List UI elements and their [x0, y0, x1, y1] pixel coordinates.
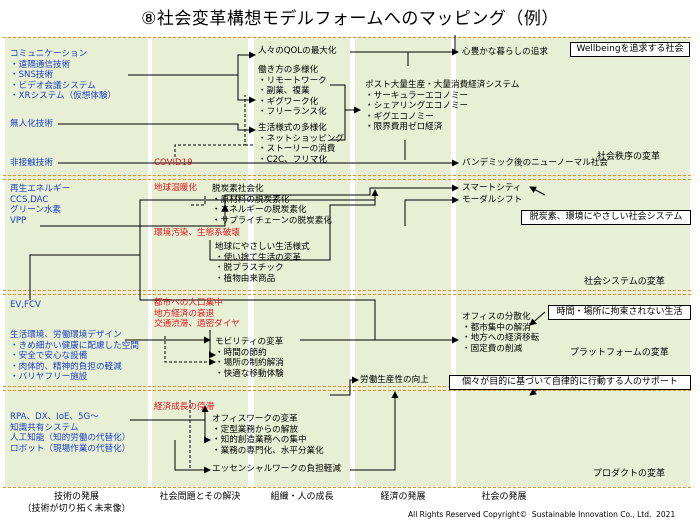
org-work-styles: 働き方の多様化 ・リモートワーク ・副業、複業 ・ギグワーク化 ・フリーランス化 [258, 65, 327, 118]
callout-support: 個々が目的に基づいて自律的に行動する人のサポート [449, 375, 691, 390]
tech-rpa-dx: RPA、DX、IoE、5G～ 知識共有システム 人工知能（知的労働の代替化） ロ… [10, 412, 131, 454]
band-social-order [3, 37, 691, 176]
tech-living-design: 生活環境、労働環境デザイン ・きめ細かい健康に配慮した空間 ・安全で安心な設備 … [10, 330, 139, 383]
column-label-society: 社会の発展 [481, 492, 527, 502]
band-social-system [3, 179, 691, 291]
band-product [3, 390, 691, 488]
column-label-tech: 技術の発展 （技術が切り拓く未来像） [22, 492, 131, 514]
callout-decarb: 脱炭素、環境にやさしい社会システム [521, 210, 691, 225]
org-office-work: オフィスワークの変革 ・定型業務からの解放 ・知的創造業務への集中 ・業務の専門… [212, 414, 324, 456]
issue-stagnation: 経済成長の停滞 [154, 402, 215, 412]
tech-unmanned: 無人化技術 [10, 119, 53, 129]
column-label-org: 組織・人の成長 [270, 492, 334, 502]
society-pandemic: パンデミック後のニューノーマル社会 [462, 158, 609, 168]
sector-platform: プラットフォームの変革 [570, 348, 669, 358]
eco-lifestyle: 地球にやさしい生活様式 ・使い捨て生活の変革 ・脱プラスチック ・植物由来商品 [215, 242, 310, 284]
issue-covid: COVID19 [154, 158, 193, 168]
org-essential-work: エッセンシャルワークの負担軽減 [212, 464, 341, 474]
econ-office-decentral: オフィスの分散化 ・都市集中の解消 ・地方への経済移転 ・固定費の削減 [462, 312, 540, 354]
sector-product: プロダクトの変革 [593, 469, 666, 479]
band-platform [3, 294, 691, 387]
tech-communication: コミュニケーション ・遠隔通信技術 ・SNS技術 ・ビデオ会議システム ・XRシ… [10, 49, 117, 102]
org-mobility: モビリティの変革 ・時間の節約 ・場所の制約解消 ・快適な移動体験 [215, 337, 284, 379]
column-bg-econ [355, 37, 451, 487]
column-bg-org [254, 37, 350, 487]
society-rich-life: 心豊かな暮らしの追求 [462, 47, 548, 57]
org-life-styles: 生活様式の多様化 ・ネットショッピング ・ストーリーの消費 ・C2C、フリマ化 [258, 123, 344, 165]
page-title: ⑧社会変革構想モデルフォームへのマッピング（例） [141, 9, 559, 29]
column-label-social: 社会問題とその解決 [159, 492, 241, 502]
copyright: All Rights Reserved Copyright© Sustainab… [408, 510, 676, 519]
issue-warming: 地球温暖化 [154, 183, 197, 193]
column-bg-social [152, 37, 248, 487]
society-smart-city: スマートシティ [462, 183, 522, 193]
sector-social-system: 社会システムの変革 [584, 277, 665, 287]
callout-wellbeing: Wellbeingを追求する社会 [570, 42, 690, 57]
decarb-society: 脱炭素社会化 ・原材料の脱炭素化 ・エネルギーの脱炭素化 ・サプライチェーンの脱… [212, 184, 332, 226]
tech-non-contact: 非接触技術 [10, 158, 53, 168]
tech-energy: 再生エネルギー CCS,DAC グリーン水素 VPP [10, 184, 71, 226]
society-modal-shift: モーダルシフト [462, 195, 523, 205]
econ-productivity: 労働生産性の向上 [360, 375, 429, 385]
tech-ev-fcv: EV,FCV [10, 300, 41, 310]
callout-time-place: 時間・場所に拘束されない生活 [548, 305, 691, 320]
column-bg-tech [5, 37, 148, 487]
sector-social-order: 社会秩序の変革 [597, 152, 661, 162]
column-bg-society [456, 37, 690, 487]
org-qol: 人々のQOLの最大化 [258, 46, 337, 56]
econ-post-mass: ポスト大量生産・大量消費経済システム ・サーキュラーエコノミー ・シェアリングエ… [365, 80, 520, 133]
issue-pollution: 環境汚染、生態系破壊 [154, 228, 240, 238]
column-label-econ: 経済の発展 [380, 492, 426, 502]
issue-urban: 都市への人口集中 地方経済の衰退 交通渋滞、過密ダイヤ [154, 298, 240, 330]
